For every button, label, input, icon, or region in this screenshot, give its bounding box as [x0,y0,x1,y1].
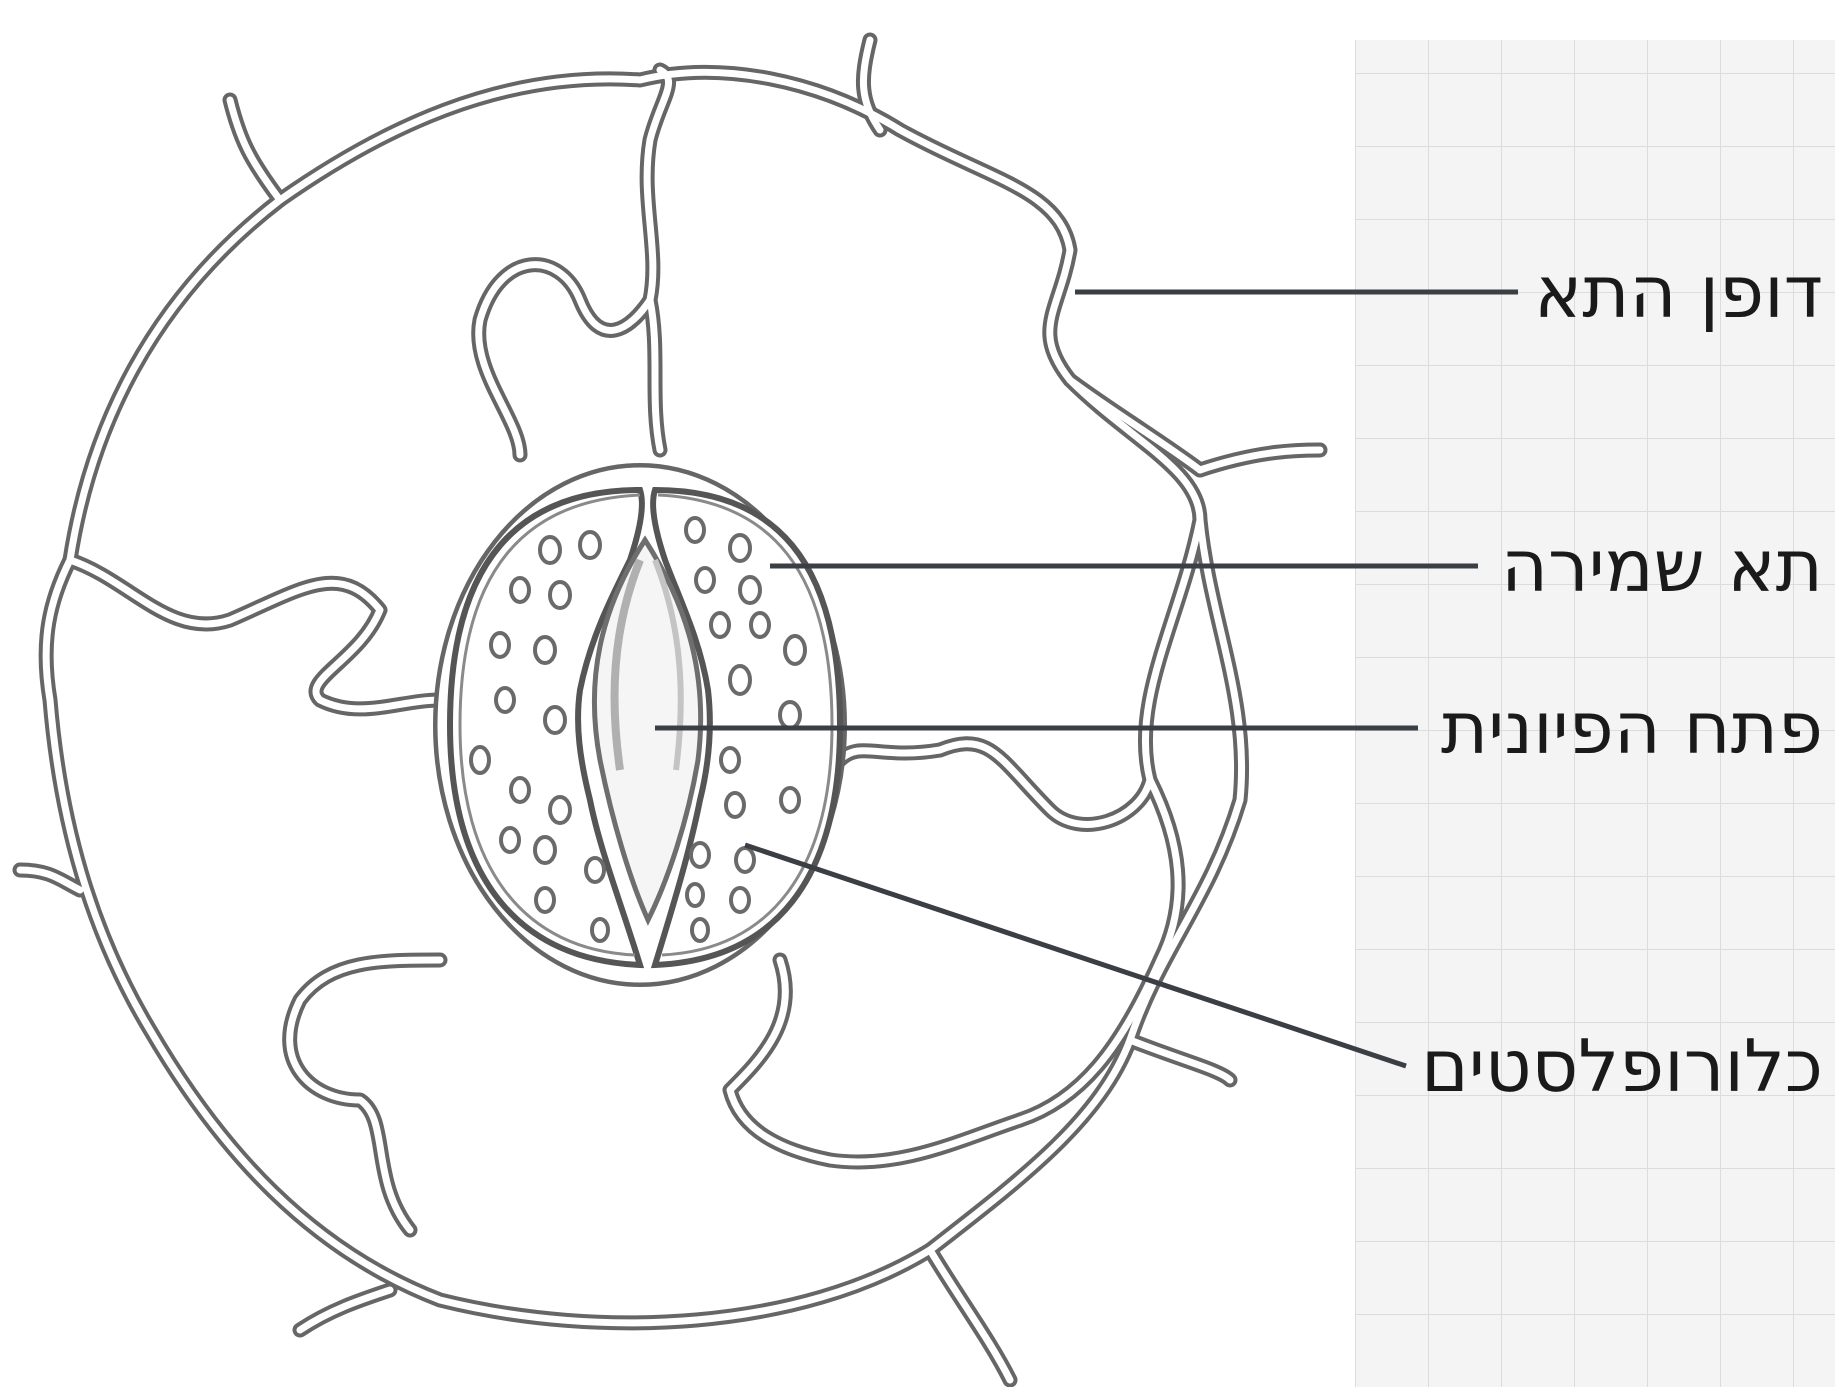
label-chloroplasts: כלורופלסטים [1421,1030,1823,1102]
label-cell-wall: דופן התא [1534,256,1823,328]
label-stoma-opening: פתח הפיונית [1441,692,1823,764]
leader-chloroplasts [745,845,1406,1066]
stoma [440,470,840,980]
label-guard-cell: תא שמירה [1501,530,1823,602]
